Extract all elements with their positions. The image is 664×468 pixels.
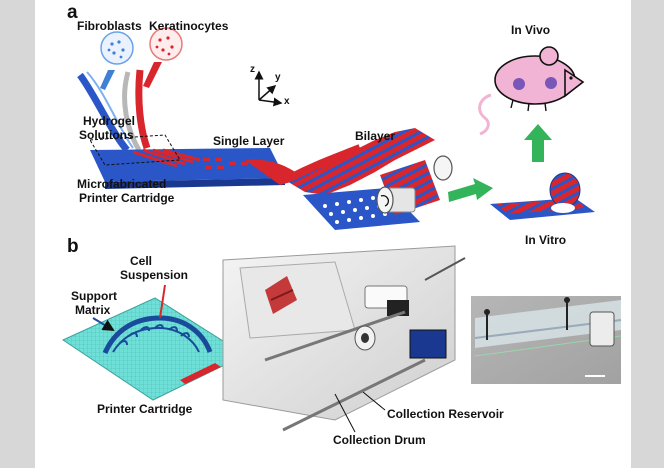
keratinocytes-label: Keratinocytes xyxy=(149,19,229,33)
printer-device-photo xyxy=(222,245,466,432)
printed-sheet xyxy=(245,128,435,195)
collection-drum-roller xyxy=(376,155,453,215)
axis-glyph: z y x xyxy=(250,64,290,107)
in-vitro-sample xyxy=(490,172,595,220)
cell-suspension-label-2: Suspension xyxy=(120,268,188,282)
cell-suspension-label-1: Cell xyxy=(130,254,152,268)
fibroblast-reservoir xyxy=(100,31,134,90)
green-arrow-right xyxy=(448,178,493,202)
green-arrow-up xyxy=(524,124,552,162)
drum-leader-line xyxy=(334,393,356,433)
fibroblasts-label: Fibroblasts xyxy=(77,19,142,33)
panel-b-letter: b xyxy=(67,236,79,257)
printer-cartridge-schematic xyxy=(61,284,247,401)
axis-x-label: x xyxy=(284,96,290,107)
reservoir-leader-line xyxy=(362,391,386,411)
hydrogel-tubes xyxy=(77,69,151,153)
single-layer-label: Single Layer xyxy=(213,134,285,148)
cartridge-label-1: Microfabricated xyxy=(77,177,166,191)
printer-cartridge-a xyxy=(90,148,285,189)
support-matrix-label-1: Support xyxy=(71,289,117,303)
keratinocyte-reservoir xyxy=(143,27,183,88)
in-vitro-label: In Vitro xyxy=(525,233,566,247)
hydrogel-label-2: Solutions xyxy=(79,128,134,142)
hydrogel-label-1: Hydrogel xyxy=(83,114,135,128)
mouse-illustration xyxy=(478,46,585,136)
cartridge-label-2: Printer Cartridge xyxy=(79,191,175,205)
inset-photo xyxy=(471,296,622,384)
cartridge-outline xyxy=(89,134,181,166)
bilayer-label: Bilayer xyxy=(355,129,395,143)
axis-y-label: y xyxy=(275,72,281,83)
collection-reservoir-label: Collection Reservoir xyxy=(387,407,504,421)
printer-cartridge-label: Printer Cartridge xyxy=(97,402,193,416)
figure-canvas: a Fibroblasts Keratinocytes xyxy=(61,2,622,447)
panel-a-letter: a xyxy=(67,2,78,23)
support-matrix-label-2: Matrix xyxy=(75,303,111,317)
collection-drum-label: Collection Drum xyxy=(333,433,426,447)
axis-z-label: z xyxy=(250,64,255,75)
figure-panel: a Fibroblasts Keratinocytes xyxy=(35,0,631,468)
in-vivo-label: In Vivo xyxy=(511,23,550,37)
